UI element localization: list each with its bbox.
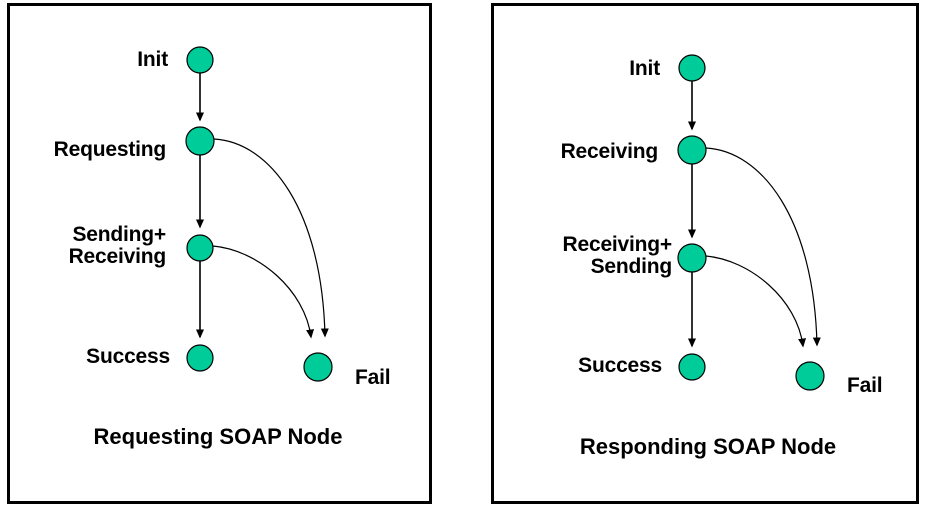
state-label-requesting: Requesting	[53, 138, 167, 161]
state-label-init: Init	[137, 48, 168, 71]
state-label-init: Init	[629, 57, 660, 80]
state-label-success: Success	[86, 345, 170, 368]
state-label-fail: Fail	[847, 374, 883, 397]
caption-responding-soap-node: Responding SOAP Node	[579, 434, 837, 459]
state-label-receiving-sending: Receiving+ Sending	[562, 233, 673, 278]
state-label-sending-receiving: Sending+ Receiving	[68, 223, 167, 268]
state-label-receiving: Receiving	[560, 140, 659, 163]
state-label-success: Success	[578, 354, 662, 377]
caption-requesting-soap-node: Requesting SOAP Node	[93, 424, 343, 449]
state-label-fail: Fail	[355, 366, 391, 389]
